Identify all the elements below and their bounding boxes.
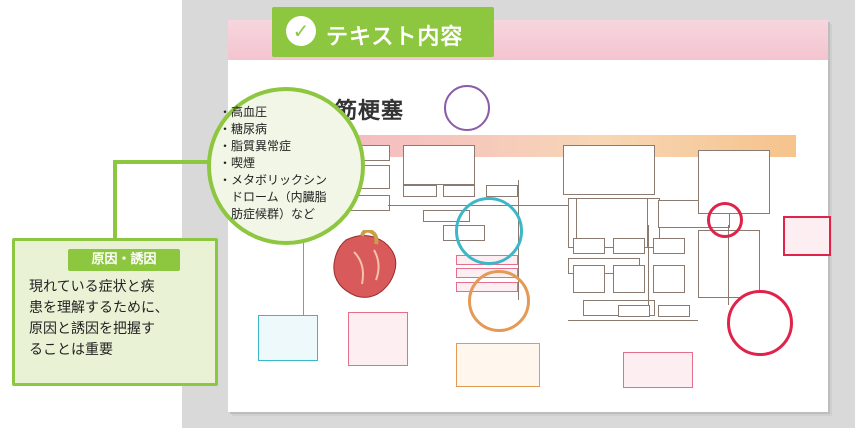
flow-box (456, 343, 540, 387)
flow-box (658, 305, 690, 317)
connector (303, 230, 304, 315)
check-icon: ✓ (286, 16, 316, 46)
annotation-circle (707, 202, 743, 238)
risk-factor-callout (207, 87, 365, 245)
flow-box (486, 185, 518, 197)
cause-card-line: 患を理解するために、 (29, 300, 169, 316)
list-item: ・喫煙 (219, 156, 256, 170)
flow-box (258, 315, 318, 361)
list-item: ドローム（内臓脂 (219, 190, 327, 204)
cause-card-line: 原因と誘因を把握す (29, 321, 155, 337)
flow-box (653, 265, 685, 293)
flow-box (783, 216, 831, 256)
cause-card: 原因・誘因 現れている症状と疾 患を理解するために、 原因と誘因を把握す ること… (12, 238, 218, 386)
flow-box (403, 185, 437, 197)
flow-box (563, 145, 655, 195)
annotation-circle (444, 85, 490, 131)
cause-card-line: 現れている症状と疾 (29, 279, 155, 295)
connector (568, 320, 698, 321)
flow-box (573, 265, 605, 293)
flow-box (613, 265, 645, 293)
list-item: ・脂質異常症 (219, 139, 292, 153)
flow-box (403, 145, 475, 185)
flow-box (443, 185, 475, 197)
annotation-circle (727, 290, 793, 356)
flow-box (573, 238, 605, 254)
flow-box (623, 352, 693, 388)
list-item: ・メタボリックシン (219, 173, 328, 187)
risk-factor-list: ・高血圧 ・糖尿病 ・脂質異常症 ・喫煙 ・メタボリックシン ドローム（内臓脂 … (219, 104, 349, 223)
flow-box (653, 238, 685, 254)
list-item: ・糖尿病 (219, 122, 268, 136)
cause-card-body: 現れている症状と疾 患を理解するために、 原因と誘因を把握す ることは重要 (29, 277, 205, 361)
flow-box (613, 238, 645, 254)
section-tab: ✓ テキスト内容 (272, 7, 494, 57)
flow-box (573, 150, 643, 188)
list-item: ・高血圧 (219, 105, 268, 119)
connector (648, 225, 649, 305)
connector (728, 225, 729, 305)
annotation-circle (468, 270, 530, 332)
annotation-circle (455, 197, 523, 265)
list-item: 肪症候群）など (219, 207, 316, 221)
heart-illustration (333, 230, 397, 298)
section-tab-label: テキスト内容 (326, 25, 464, 50)
flow-box (698, 230, 760, 298)
flow-box (698, 150, 770, 214)
flow-box (348, 312, 408, 366)
callout-connector (113, 160, 211, 164)
cause-card-heading: 原因・誘因 (68, 249, 180, 271)
callout-connector (113, 160, 117, 240)
flow-box (618, 305, 650, 317)
cause-card-line: ることは重要 (29, 342, 113, 358)
